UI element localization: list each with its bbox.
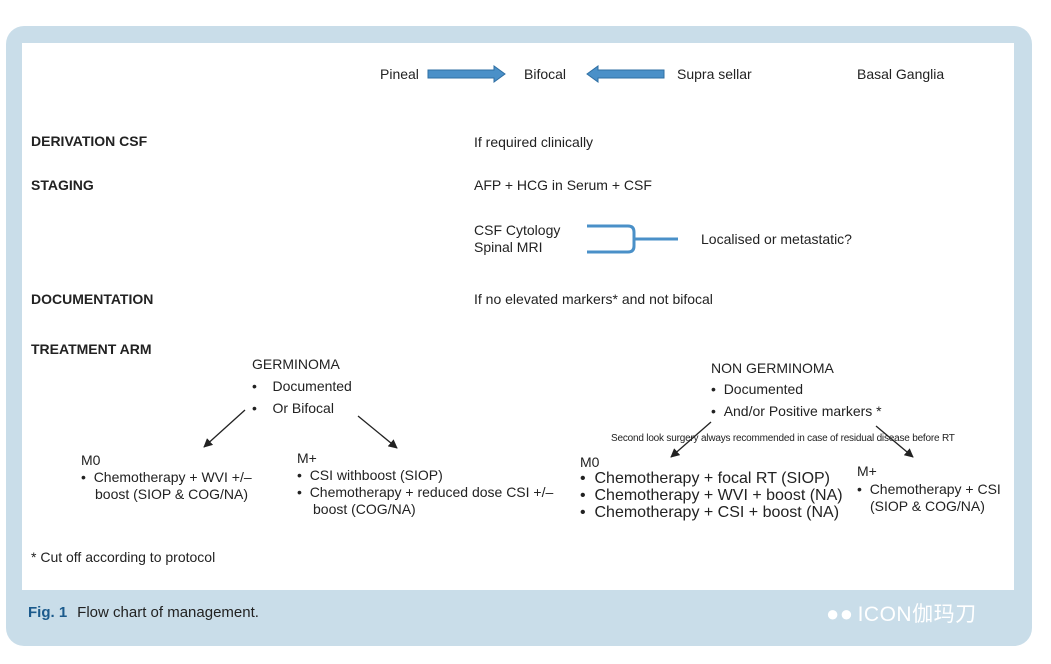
germinoma-mplus-title: M+ (297, 450, 317, 466)
germinoma-m0-item-cont: boost (SIOP & COG/NA) (95, 486, 249, 502)
staging-mri: Spinal MRI (474, 239, 543, 255)
germinoma-bullet: • Or Bifocal (252, 400, 334, 416)
figure-number: Fig. 1 (28, 604, 68, 621)
nongerminoma-mplus-arrow (875, 425, 914, 458)
nongerminoma-note: Second look surgery always recommended i… (611, 433, 955, 444)
suprasellar-to-bifocal-arrow (586, 65, 665, 83)
staging-value: AFP + HCG in Serum + CSF (474, 177, 652, 193)
location-pineal: Pineal (380, 66, 419, 82)
germinoma-bullet: • Documented (252, 378, 352, 394)
germinoma-mplus-arrow (357, 415, 398, 449)
germinoma-mplus-item: • Chemotherapy + reduced dose CSI +/– (297, 484, 554, 500)
nongerminoma-m0-title: M0 (580, 454, 600, 470)
pineal-to-bifocal-arrow (427, 65, 506, 83)
watermark-text: ICON伽玛刀 (857, 603, 977, 626)
nongerminoma-mplus-title: M+ (857, 463, 877, 479)
nongerminoma-m0-item: • Chemotherapy + focal RT (SIOP) (580, 470, 831, 487)
caption-text: Flow chart of management. (77, 604, 259, 621)
row-label-derivation: DERIVATION CSF (31, 133, 148, 149)
nongerminoma-m0-item: • Chemotherapy + CSI + boost (NA) (580, 504, 840, 521)
staging-result: Localised or metastatic? (701, 231, 852, 247)
location-basal-ganglia: Basal Ganglia (857, 66, 945, 82)
watermark: ●●ICON伽玛刀 (826, 598, 977, 628)
row-label-treatment: TREATMENT ARM (31, 341, 152, 357)
germinoma-m0-arrow (203, 409, 246, 448)
footnote: * Cut off according to protocol (31, 549, 216, 565)
nongerminoma-bullet: • Documented (711, 381, 804, 397)
nongerminoma-mplus-item: • Chemotherapy + CSI (857, 481, 1001, 497)
staging-cytology: CSF Cytology (474, 222, 561, 238)
location-bifocal: Bifocal (524, 66, 567, 82)
staging-bracket (587, 224, 678, 254)
nongerminoma-m0-arrow (670, 421, 712, 458)
location-supra-sellar: Supra sellar (677, 66, 752, 82)
nongerminoma-bullet: • And/or Positive markers * (711, 403, 882, 419)
germinoma-mplus-item: • CSI withboost (SIOP) (297, 467, 443, 483)
germinoma-mplus-item-cont: boost (COG/NA) (313, 501, 416, 517)
diagram-panel (22, 43, 1014, 590)
wechat-icon: ●● (826, 601, 854, 626)
germinoma-m0-item: • Chemotherapy + WVI +/– (81, 469, 252, 485)
germinoma-m0-title: M0 (81, 452, 101, 468)
nongerminoma-mplus-item-cont: (SIOP & COG/NA) (870, 498, 985, 514)
row-label-staging: STAGING (31, 177, 94, 193)
nongerminoma-title: NON GERMINOMA (711, 360, 834, 376)
figure-caption: Fig. 1 Flow chart of management. (28, 604, 259, 621)
derivation-value: If required clinically (474, 134, 594, 150)
germinoma-title: GERMINOMA (252, 356, 340, 372)
row-label-documentation: DOCUMENTATION (31, 291, 154, 307)
documentation-value: If no elevated markers* and not bifocal (474, 291, 713, 307)
nongerminoma-m0-item: • Chemotherapy + WVI + boost (NA) (580, 487, 843, 504)
